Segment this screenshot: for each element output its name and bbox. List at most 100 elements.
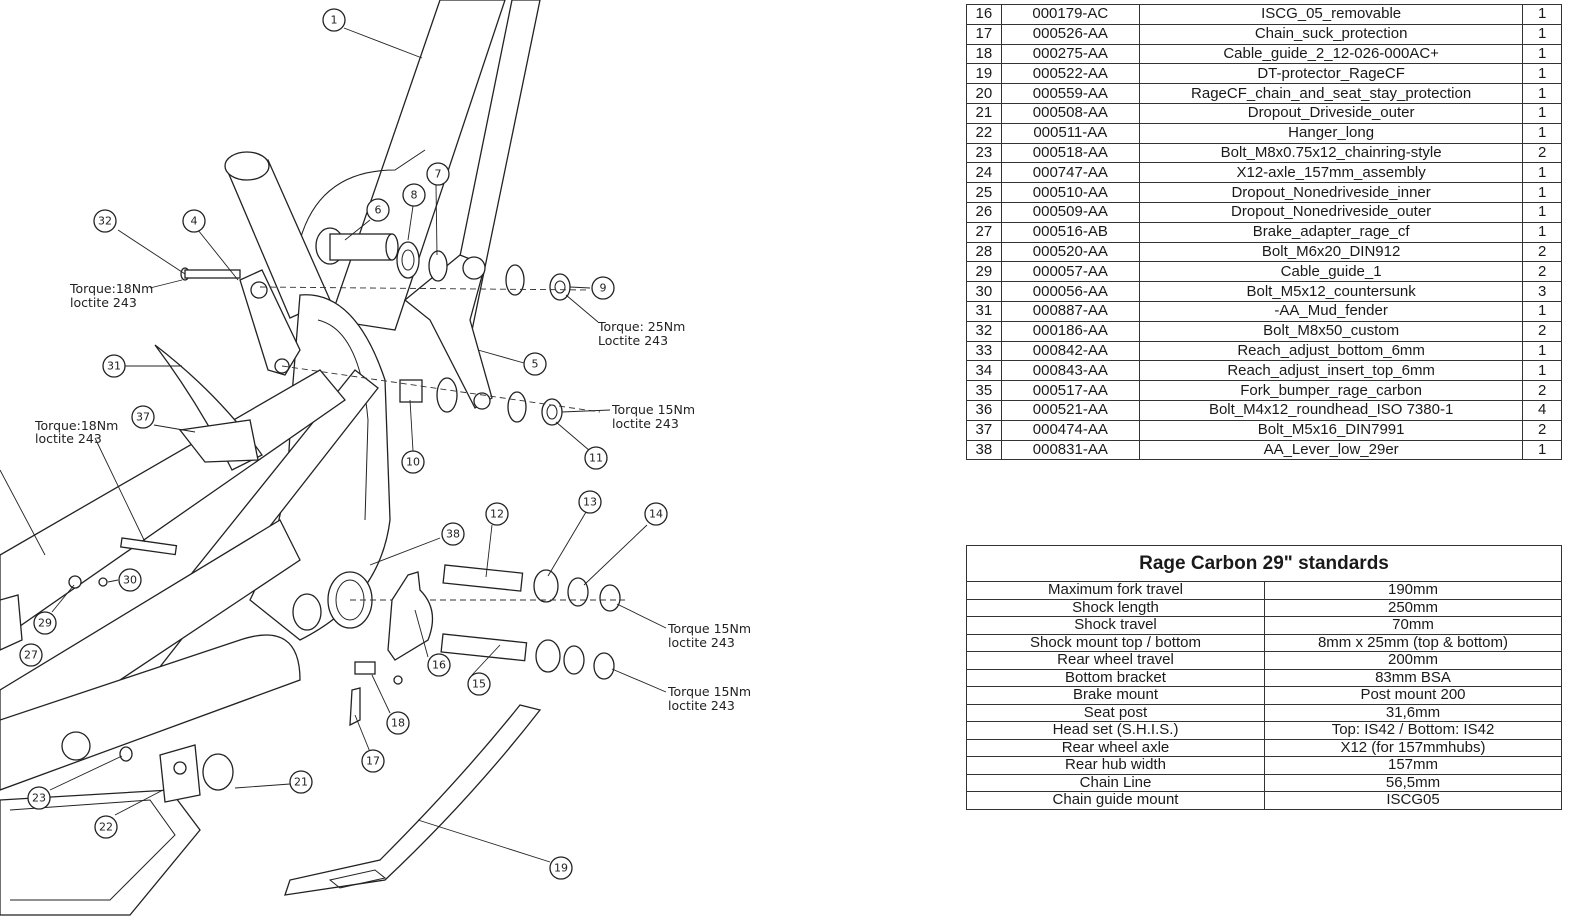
cable-guide-part-18	[354, 661, 376, 675]
standard-label: Rear wheel axle	[966, 738, 1265, 757]
part-code: 000510-AA	[1000, 182, 1140, 203]
part-name: Dropout_Nonedriveside_inner	[1138, 182, 1524, 203]
svg-text:7: 7	[435, 168, 442, 181]
torque-note-11-line1: Torque 15Nm	[611, 402, 695, 417]
standard-label: Chain Line	[966, 773, 1265, 792]
standard-value: 31,6mm	[1264, 703, 1562, 722]
pin-left	[120, 537, 178, 556]
part-code: 000474-AA	[1000, 419, 1140, 441]
svg-text:15: 15	[472, 678, 486, 691]
torque-note-14-line1: Torque 15Nm	[667, 621, 751, 636]
callout-1: 1	[322, 8, 346, 32]
part-code: 000057-AA	[1000, 261, 1140, 283]
torque-note-11-line2: loctite 243	[612, 416, 679, 431]
part-number: 32	[966, 320, 1002, 342]
callout-23: 23	[27, 786, 51, 810]
table-row: Head set (S.H.I.S.)Top: IS42 / Bottom: I…	[966, 721, 1562, 740]
part-qty: 1	[1522, 360, 1562, 382]
part-name: Reach_adjust_insert_top_6mm	[1138, 360, 1524, 382]
callout-16: 16	[427, 653, 451, 677]
part-code: 000521-AA	[1000, 399, 1140, 421]
part-qty: 1	[1522, 439, 1562, 461]
standard-label: Brake mount	[966, 686, 1265, 705]
part-qty: 1	[1522, 300, 1562, 322]
standard-value: Post mount 200	[1264, 686, 1562, 705]
part-code: 000186-AA	[1000, 320, 1140, 342]
part-code: 000516-AB	[1000, 221, 1140, 243]
part-name: Bolt_M5x12_countersunk	[1138, 281, 1524, 302]
part-number: 16	[966, 4, 1002, 25]
part-name: Dropout_Driveside_outer	[1138, 102, 1524, 124]
svg-text:10: 10	[406, 456, 420, 469]
bb-hardware	[350, 564, 625, 680]
part-code: 000747-AA	[1000, 162, 1140, 184]
part-number: 31	[966, 300, 1002, 322]
part-qty: 2	[1522, 320, 1562, 342]
part-qty: 1	[1522, 83, 1562, 104]
part-name: Bolt_M6x20_DIN912	[1138, 241, 1524, 263]
part-number: 20	[966, 83, 1002, 104]
part-code: 000509-AA	[1000, 201, 1140, 223]
pivot-hardware-upper	[259, 227, 591, 301]
part-number: 22	[966, 122, 1002, 144]
part-qty: 1	[1522, 4, 1562, 25]
part-code: 000559-AA	[1000, 83, 1140, 104]
callout-17: 17	[361, 749, 385, 773]
part-name: Bolt_M8x50_custom	[1138, 320, 1524, 342]
svg-text:19: 19	[554, 862, 568, 875]
torque-note-37-line2: loctite 243	[35, 431, 102, 446]
bracket-part-37	[178, 419, 259, 463]
part-name: Hanger_long	[1138, 122, 1524, 144]
part-code: 000842-AA	[1000, 340, 1140, 362]
part-qty: 4	[1522, 399, 1562, 421]
part-qty: 2	[1522, 419, 1562, 441]
svg-text:4: 4	[191, 215, 198, 228]
torque-note-32-line2: loctite 243	[70, 295, 137, 310]
part-number: 17	[966, 23, 1002, 45]
part-qty: 1	[1522, 221, 1562, 243]
cable-guide-part-29	[68, 575, 82, 589]
callout-10: 10	[401, 450, 425, 474]
iscg-part-16	[387, 571, 434, 661]
standard-value: 56,5mm	[1264, 773, 1562, 792]
callout-27: 27	[19, 643, 43, 667]
svg-text:9: 9	[600, 282, 607, 295]
standard-value: X12 (for 157mmhubs)	[1264, 738, 1562, 757]
part-qty: 2	[1522, 142, 1562, 164]
standard-label: Shock length	[966, 598, 1265, 617]
standard-label: Bottom bracket	[966, 668, 1265, 687]
part-name: Bolt_M5x16_DIN7991	[1138, 419, 1524, 441]
standards-title: Rage Carbon 29" standards	[966, 545, 1562, 582]
bolt-part-32	[180, 267, 241, 281]
part-name: Chain_suck_protection	[1138, 23, 1524, 45]
part-qty: 1	[1522, 23, 1562, 45]
svg-text:5: 5	[532, 358, 539, 371]
callout-9: 9	[591, 276, 615, 300]
callout-29: 29	[33, 611, 57, 635]
part-name: Fork_bumper_rage_carbon	[1138, 380, 1524, 401]
part-qty: 2	[1522, 241, 1562, 263]
part-number: 29	[966, 261, 1002, 283]
callout-6: 6	[366, 198, 390, 222]
svg-text:14: 14	[649, 508, 663, 521]
svg-text:11: 11	[589, 452, 603, 465]
